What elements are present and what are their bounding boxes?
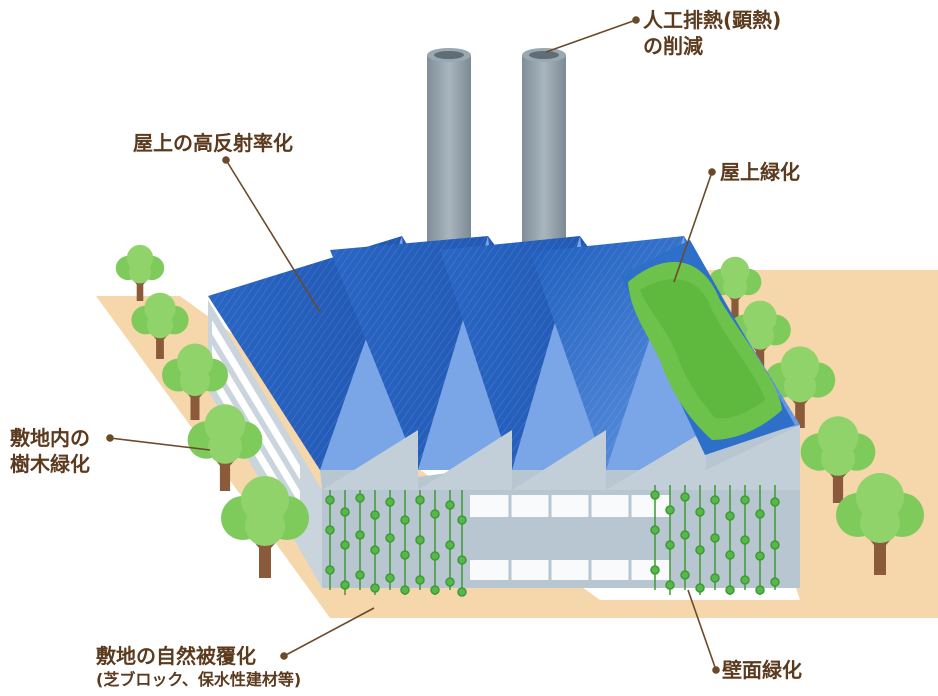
label-ground-cover-line2: (芝ブロック、保水性建材等) [96, 670, 302, 689]
label-site-trees-line1: 敷地内の [10, 426, 90, 450]
label-ground-cover-line1: 敷地の自然被覆化 [96, 644, 256, 668]
leader-lines [106, 16, 720, 674]
label-site-trees: 敷地内の 樹木緑化 [10, 425, 90, 477]
green-roof [620, 240, 795, 455]
window-band-lower [470, 560, 670, 580]
front-gables [322, 425, 800, 490]
label-roof-greening: 屋上緑化 [720, 160, 800, 184]
label-wall-greening: 壁面緑化 [722, 658, 802, 682]
ivy-left [325, 490, 467, 597]
label-waste-heat: 人工排熱(顕熱) の削減 [643, 7, 781, 59]
ivy-right [650, 485, 780, 595]
label-waste-heat-line2: の削減 [643, 34, 703, 58]
label-ground-cover: 敷地の自然被覆化 (芝ブロック、保水性建材等) [96, 643, 301, 691]
label-roof-reflectivity: 屋上の高反射率化 [133, 131, 293, 155]
label-site-trees-line2: 樹木緑化 [10, 452, 90, 476]
label-waste-heat-line1: 人工排熱(顕熱) [643, 8, 782, 32]
window-band-upper [470, 495, 670, 517]
